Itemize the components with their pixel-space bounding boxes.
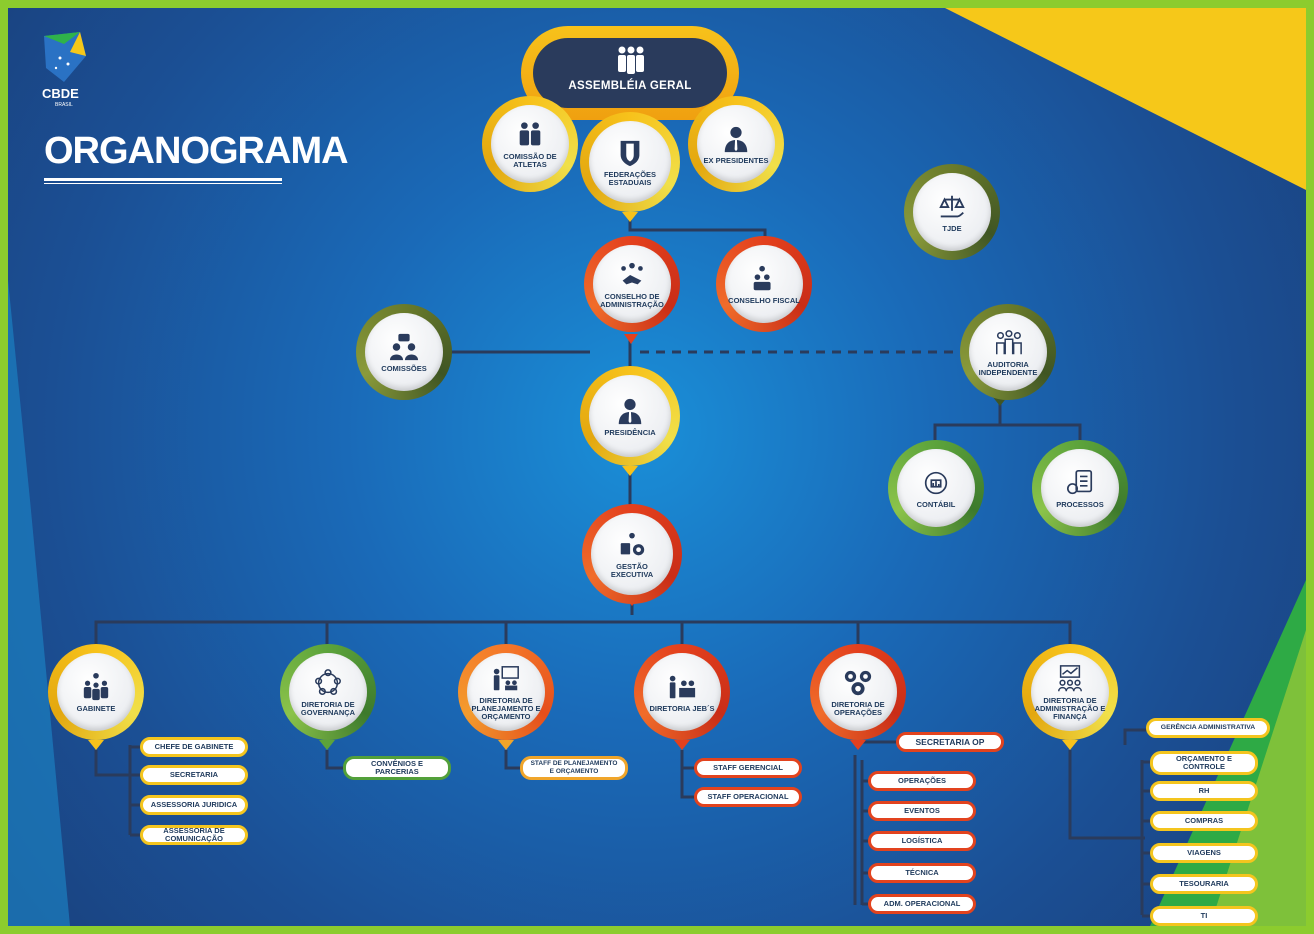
president-icon bbox=[618, 398, 642, 424]
conselho-administracao-label: CONSELHO DE ADMINISTRAÇÃO bbox=[600, 291, 664, 309]
node-contabil: CONTÁBIL bbox=[888, 440, 984, 536]
node-presidencia: PRESIDÊNCIA bbox=[580, 366, 680, 466]
handshake-group-icon bbox=[621, 262, 643, 284]
subunit-tesouraria: TESOURARIA bbox=[1150, 874, 1258, 894]
federacoes-label: FEDERAÇÕES ESTADUAIS bbox=[603, 169, 657, 187]
node-auditoria: AUDITORIA INDEPENDENTE bbox=[960, 304, 1056, 400]
node-conselho-fiscal: CONSELHO FISCAL bbox=[716, 236, 812, 332]
subunit-tecnica: TÉCNICA bbox=[868, 863, 976, 883]
cbde-logo bbox=[44, 32, 86, 82]
page-title: ORGANOGRAMA bbox=[44, 130, 349, 172]
subunit-ti: TI bbox=[1150, 906, 1258, 926]
title-underline-thin bbox=[44, 183, 282, 184]
governanca-label: DIRETORIA DE GOVERNANÇA bbox=[300, 699, 356, 717]
node-ex-presidentes: EX PRESIDENTES bbox=[688, 96, 784, 192]
node-planejamento: DIRETORIA DE PLANEJAMENTO E ORÇAMENTO bbox=[458, 644, 554, 740]
brand-subtitle: BRASIL bbox=[55, 102, 73, 108]
gestao-executiva-label: GESTÃO EXECUTIVA bbox=[610, 561, 654, 579]
subunit-chefe-gabinete: CHEFE DE GABINETE bbox=[140, 737, 248, 757]
network-people-icon bbox=[315, 668, 341, 695]
team-icon bbox=[83, 672, 109, 700]
title-underline bbox=[44, 178, 282, 181]
subunit-assessoria-juridica: ASSESSORIA JURIDICA bbox=[140, 795, 248, 815]
athletes-icon bbox=[519, 121, 541, 145]
council-icon bbox=[753, 265, 771, 290]
subunit-logistica: LOGÍSTICA bbox=[868, 831, 976, 851]
node-comissao-atletas: COMISSÃO DE ATLETAS bbox=[482, 96, 578, 192]
tjde-label: TJDE bbox=[942, 223, 962, 233]
administracao-label: DIRETORIA DE ADMINISTRAÇÃO E FINANÇA bbox=[1034, 695, 1106, 721]
subunit-staff-planejamento: STAFF DE PLANEJAMENTO E ORÇAMENTO bbox=[520, 756, 628, 780]
gears-people-icon bbox=[844, 670, 872, 695]
subunit-staff-operacional: STAFF OPERACIONAL bbox=[694, 787, 802, 807]
comissao-atletas-label: COMISSÃO DE ATLETAS bbox=[503, 151, 557, 169]
subunit-operacoes: OPERAÇÕES bbox=[868, 771, 976, 791]
node-comissoes: COMISSÕES bbox=[356, 304, 452, 400]
executive-icon bbox=[724, 126, 748, 152]
meeting-icon bbox=[669, 675, 696, 698]
node-tjde: TJDE bbox=[904, 164, 1000, 260]
subunit-eventos: EVENTOS bbox=[868, 801, 976, 821]
jebs-label: DIRETORIA JEB´S bbox=[649, 703, 715, 713]
subunit-adm-operacional: ADM. OPERACIONAL bbox=[868, 894, 976, 914]
auditoria-label: AUDITORIA INDEPENDENTE bbox=[978, 359, 1038, 377]
subunit-secretaria-op: SECRETARIA OP bbox=[896, 732, 1004, 752]
process-checklist-icon bbox=[1066, 469, 1093, 494]
presentation-icon bbox=[493, 665, 519, 690]
node-operacoes: DIRETORIA DE OPERAÇÕES bbox=[810, 644, 906, 740]
node-jebs: DIRETORIA JEB´S bbox=[634, 644, 730, 740]
node-processos: PROCESSOS bbox=[1032, 440, 1128, 536]
brand-name: CBDE bbox=[42, 86, 79, 101]
subunit-secretaria: SECRETARIA bbox=[140, 765, 248, 785]
subunit-assessoria-comunicacao: ASSESSORIA DE COMUNICAÇÃO bbox=[140, 825, 248, 845]
node-gabinete: GABINETE bbox=[48, 644, 144, 740]
subunit-viagens: VIAGENS bbox=[1150, 843, 1258, 863]
node-administracao: DIRETORIA DE ADMINISTRAÇÃO E FINANÇA bbox=[1022, 644, 1118, 740]
processos-label: PROCESSOS bbox=[1056, 499, 1104, 509]
subunit-compras: COMPRAS bbox=[1150, 811, 1258, 831]
assembleia-label: ASSEMBLÉIA GERAL bbox=[568, 80, 692, 92]
node-assembleia-geral: ASSEMBLÉIA GERAL bbox=[521, 26, 739, 120]
subunit-convenios: CONVÊNIOS E PARCERIAS bbox=[343, 756, 451, 780]
presidencia-label: PRESIDÊNCIA bbox=[604, 427, 656, 437]
gabinete-label: GABINETE bbox=[76, 703, 116, 713]
comissoes-label: COMISSÕES bbox=[381, 363, 427, 373]
node-governanca: DIRETORIA DE GOVERNANÇA bbox=[280, 644, 376, 740]
accounting-icon bbox=[924, 471, 948, 494]
subunit-gerencia-administrativa: GERÊNCIA ADMINISTRATIVA bbox=[1146, 718, 1270, 738]
audit-team-icon bbox=[996, 329, 1022, 354]
contabil-label: CONTÁBIL bbox=[916, 499, 956, 509]
management-gear-icon bbox=[620, 532, 645, 555]
planejamento-label: DIRETORIA DE PLANEJAMENTO E ORÇAMENTO bbox=[471, 695, 541, 721]
subunit-orcamento-controle: ORÇAMENTO E CONTROLE bbox=[1150, 751, 1258, 775]
justice-scale-icon bbox=[939, 195, 965, 217]
shield-icon bbox=[620, 140, 640, 166]
subunit-rh: RH bbox=[1150, 781, 1258, 801]
people-group-icon bbox=[618, 46, 644, 74]
conselho-fiscal-label: CONSELHO FISCAL bbox=[728, 295, 800, 305]
discussion-icon bbox=[389, 333, 419, 360]
ex-presidentes-label: EX PRESIDENTES bbox=[703, 155, 769, 165]
subunit-staff-gerencial: STAFF GERENCIAL bbox=[694, 758, 802, 778]
node-federacoes: FEDERAÇÕES ESTADUAIS bbox=[580, 112, 680, 212]
node-gestao-executiva: GESTÃO EXECUTIVA bbox=[582, 504, 682, 604]
node-conselho-administracao: CONSELHO DE ADMINISTRAÇÃO bbox=[584, 236, 680, 332]
finance-chart-icon bbox=[1058, 664, 1082, 691]
operacoes-label: DIRETORIA DE OPERAÇÕES bbox=[831, 699, 885, 717]
